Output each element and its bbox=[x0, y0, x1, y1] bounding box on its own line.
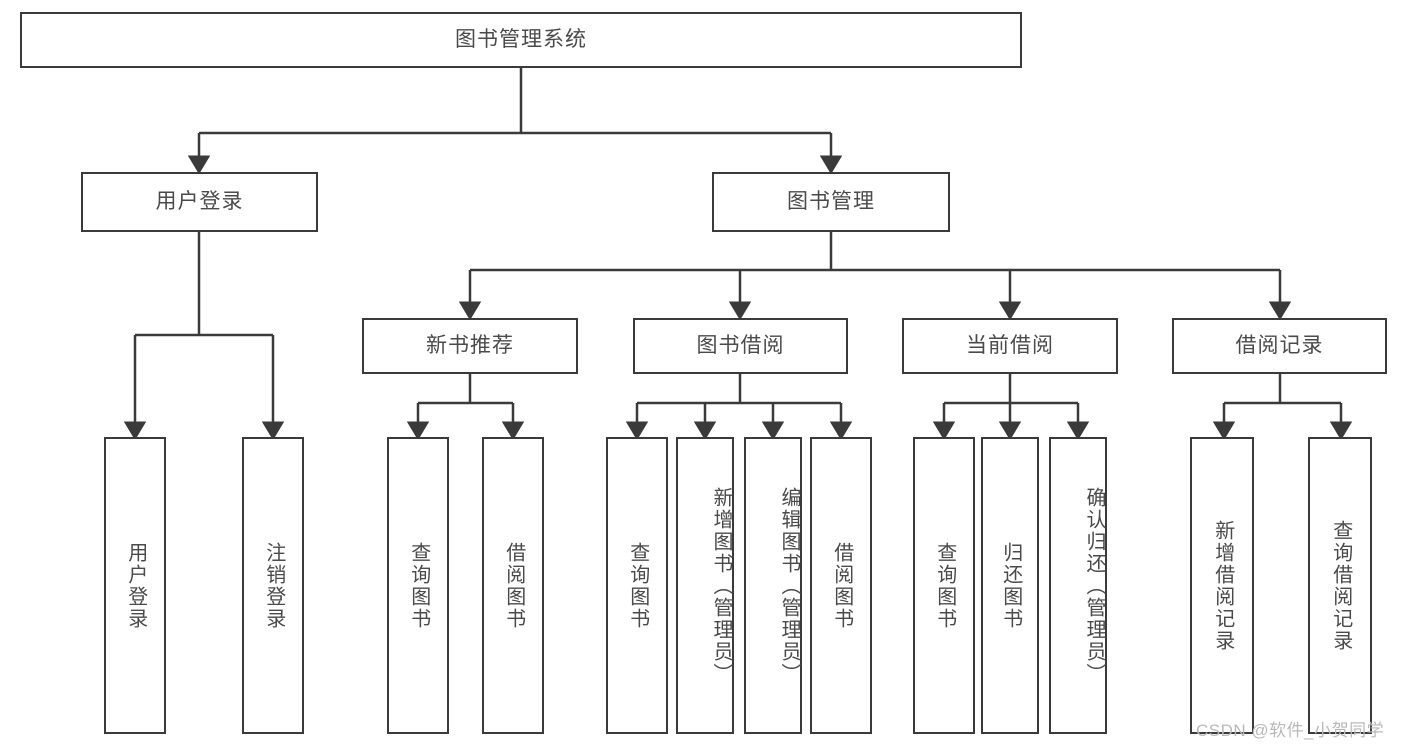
node-book-borrow[interactable]: 图书借阅 bbox=[633, 318, 848, 374]
leaf-borrow-edit-book-label: 编辑图书（管理员） bbox=[778, 486, 800, 685]
leaf-current-confirm-return-label: 确认归还（管理员） bbox=[1083, 486, 1105, 685]
node-root[interactable]: 图书管理系统 bbox=[20, 12, 1022, 68]
leaf-borrow-add-book-label: 新增图书（管理员） bbox=[710, 486, 732, 685]
leaf-new-book-borrow[interactable]: 借阅图书 bbox=[482, 437, 544, 734]
node-borrow-record-label: 借阅记录 bbox=[1235, 333, 1324, 357]
leaf-record-query[interactable]: 查询借阅记录 bbox=[1308, 437, 1372, 734]
leaf-record-query-label: 查询借阅记录 bbox=[1329, 519, 1352, 652]
leaf-borrow-borrow-book-label: 借阅图书 bbox=[830, 541, 853, 630]
leaf-borrow-edit-book[interactable]: 编辑图书（管理员） bbox=[744, 437, 802, 734]
leaf-current-query-book[interactable]: 查询图书 bbox=[913, 437, 975, 734]
leaf-record-add[interactable]: 新增借阅记录 bbox=[1190, 437, 1254, 734]
leaf-user-login-signout[interactable]: 注销登录 bbox=[242, 437, 304, 734]
node-new-book-recommend-label: 新书推荐 bbox=[426, 333, 514, 357]
leaf-borrow-add-book[interactable]: 新增图书（管理员） bbox=[676, 437, 734, 734]
node-book-management[interactable]: 图书管理 bbox=[712, 172, 950, 232]
leaf-current-return-book-label: 归还图书 bbox=[999, 541, 1022, 630]
node-borrow-record[interactable]: 借阅记录 bbox=[1172, 318, 1387, 374]
node-root-label: 图书管理系统 bbox=[455, 27, 587, 51]
leaf-current-confirm-return[interactable]: 确认归还（管理员） bbox=[1049, 437, 1107, 734]
node-book-borrow-label: 图书借阅 bbox=[696, 333, 785, 357]
leaf-borrow-query-book-label: 查询图书 bbox=[626, 541, 649, 630]
node-book-management-label: 图书管理 bbox=[787, 189, 875, 213]
leaf-new-book-query[interactable]: 查询图书 bbox=[387, 437, 449, 734]
leaf-new-book-borrow-label: 借阅图书 bbox=[502, 541, 525, 630]
leaf-borrow-query-book[interactable]: 查询图书 bbox=[606, 437, 668, 734]
node-user-login-label: 用户登录 bbox=[155, 189, 244, 213]
node-user-login[interactable]: 用户登录 bbox=[81, 172, 318, 232]
leaf-user-login-signin[interactable]: 用户登录 bbox=[104, 437, 166, 734]
leaf-user-login-signout-label: 注销登录 bbox=[262, 541, 285, 630]
node-new-book-recommend[interactable]: 新书推荐 bbox=[362, 318, 578, 374]
leaf-current-return-book[interactable]: 归还图书 bbox=[981, 437, 1039, 734]
leaf-new-book-query-label: 查询图书 bbox=[407, 541, 430, 630]
leaf-user-login-signin-label: 用户登录 bbox=[124, 541, 147, 630]
leaf-borrow-borrow-book[interactable]: 借阅图书 bbox=[810, 437, 872, 734]
leaf-current-query-book-label: 查询图书 bbox=[933, 541, 956, 630]
node-current-borrow[interactable]: 当前借阅 bbox=[902, 318, 1118, 374]
leaf-record-add-label: 新增借阅记录 bbox=[1211, 519, 1234, 652]
node-current-borrow-label: 当前借阅 bbox=[966, 333, 1054, 357]
